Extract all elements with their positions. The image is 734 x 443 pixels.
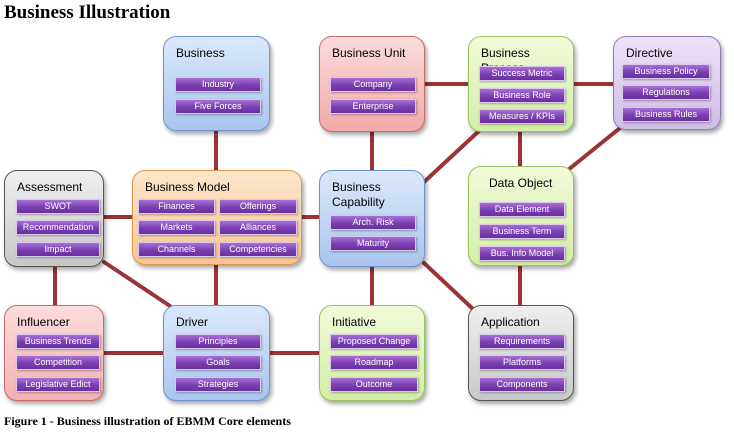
element-roadmap[interactable]: Roadmap (330, 355, 418, 370)
node-title-line-1: Business (332, 180, 381, 194)
element-competencies[interactable]: Competencies (219, 242, 297, 257)
node-assessment[interactable]: Assessment SWOT Recommendation Impact (4, 170, 104, 267)
element-finances[interactable]: Finances (138, 199, 215, 214)
element-business-role[interactable]: Business Role (479, 88, 565, 103)
node-business-process[interactable]: Business Process Success Metric Business… (468, 36, 574, 132)
element-maturity[interactable]: Maturity (330, 236, 416, 251)
element-business-trends[interactable]: Business Trends (16, 334, 100, 349)
element-principles[interactable]: Principles (175, 334, 261, 349)
node-title-line-2: Capability (332, 195, 385, 209)
node-title: Business Model (145, 180, 230, 194)
node-business-unit[interactable]: Business Unit Company Enterprise (319, 36, 425, 132)
node-title: Business Capability (332, 180, 385, 210)
element-impact[interactable]: Impact (16, 242, 100, 257)
node-title: Business Unit (332, 46, 406, 60)
element-industry[interactable]: Industry (175, 77, 261, 92)
element-data-element[interactable]: Data Element (479, 202, 565, 217)
node-application[interactable]: Application Requirements Platforms Compo… (468, 305, 574, 401)
element-proposed-change[interactable]: Proposed Change (330, 334, 418, 349)
element-arch-risk[interactable]: Arch. Risk (330, 215, 416, 230)
element-alliances[interactable]: Alliances (219, 220, 297, 235)
element-business-rules[interactable]: Business Rules (622, 107, 710, 122)
node-business-capability[interactable]: Business Capability Arch. Risk Maturity (319, 170, 425, 267)
diagram-title: Business Illustration (4, 2, 171, 23)
node-business-model[interactable]: Business Model Finances Offerings Market… (132, 170, 302, 265)
element-measures-kpis[interactable]: Measures / KPIs (479, 109, 565, 124)
node-data-object[interactable]: Data Object Data Element Business Term B… (468, 166, 574, 266)
element-swot[interactable]: SWOT (16, 199, 100, 214)
element-goals[interactable]: Goals (175, 355, 261, 370)
element-channels[interactable]: Channels (138, 242, 215, 257)
connector-process-capability (422, 128, 482, 184)
element-strategies[interactable]: Strategies (175, 377, 261, 392)
element-enterprise[interactable]: Enterprise (330, 99, 416, 114)
node-title: Application (481, 315, 540, 329)
element-business-policy[interactable]: Business Policy (622, 64, 710, 79)
element-recommendation[interactable]: Recommendation (16, 220, 100, 235)
node-business[interactable]: Business Industry Five Forces (163, 36, 270, 131)
node-title: Directive (626, 46, 673, 60)
element-bus-info-model[interactable]: Bus. Info Model (479, 246, 565, 261)
node-initiative[interactable]: Initiative Proposed Change Roadmap Outco… (319, 305, 425, 401)
element-components[interactable]: Components (479, 377, 565, 392)
node-directive[interactable]: Directive Business Policy Regulations Bu… (613, 36, 721, 130)
connector-assessment-driver (102, 260, 172, 308)
element-success-metric[interactable]: Success Metric (479, 66, 565, 81)
element-offerings[interactable]: Offerings (219, 199, 297, 214)
element-outcome[interactable]: Outcome (330, 377, 418, 392)
node-driver[interactable]: Driver Principles Goals Strategies (163, 305, 270, 401)
element-company[interactable]: Company (330, 77, 416, 92)
element-platforms[interactable]: Platforms (479, 355, 565, 370)
element-markets[interactable]: Markets (138, 220, 215, 235)
element-requirements[interactable]: Requirements (479, 334, 565, 349)
node-title: Driver (176, 315, 208, 329)
node-title: Initiative (332, 315, 377, 329)
element-legislative-edict[interactable]: Legislative Edict (16, 377, 100, 392)
element-regulations[interactable]: Regulations (622, 85, 710, 100)
node-title: Data Object (489, 176, 553, 190)
element-competition[interactable]: Competition (16, 355, 100, 370)
element-five-forces[interactable]: Five Forces (175, 99, 261, 114)
node-title: Assessment (17, 180, 83, 194)
figure-caption: Figure 1 - Business illustration of EBMM… (4, 414, 291, 428)
element-business-term[interactable]: Business Term (479, 224, 565, 239)
connector-capability-application (422, 261, 476, 312)
node-title: Influencer (17, 315, 70, 329)
node-influencer[interactable]: Influencer Business Trends Competition L… (4, 305, 104, 401)
node-title: Business (176, 46, 225, 60)
connector-directive-dataobject (566, 126, 622, 172)
